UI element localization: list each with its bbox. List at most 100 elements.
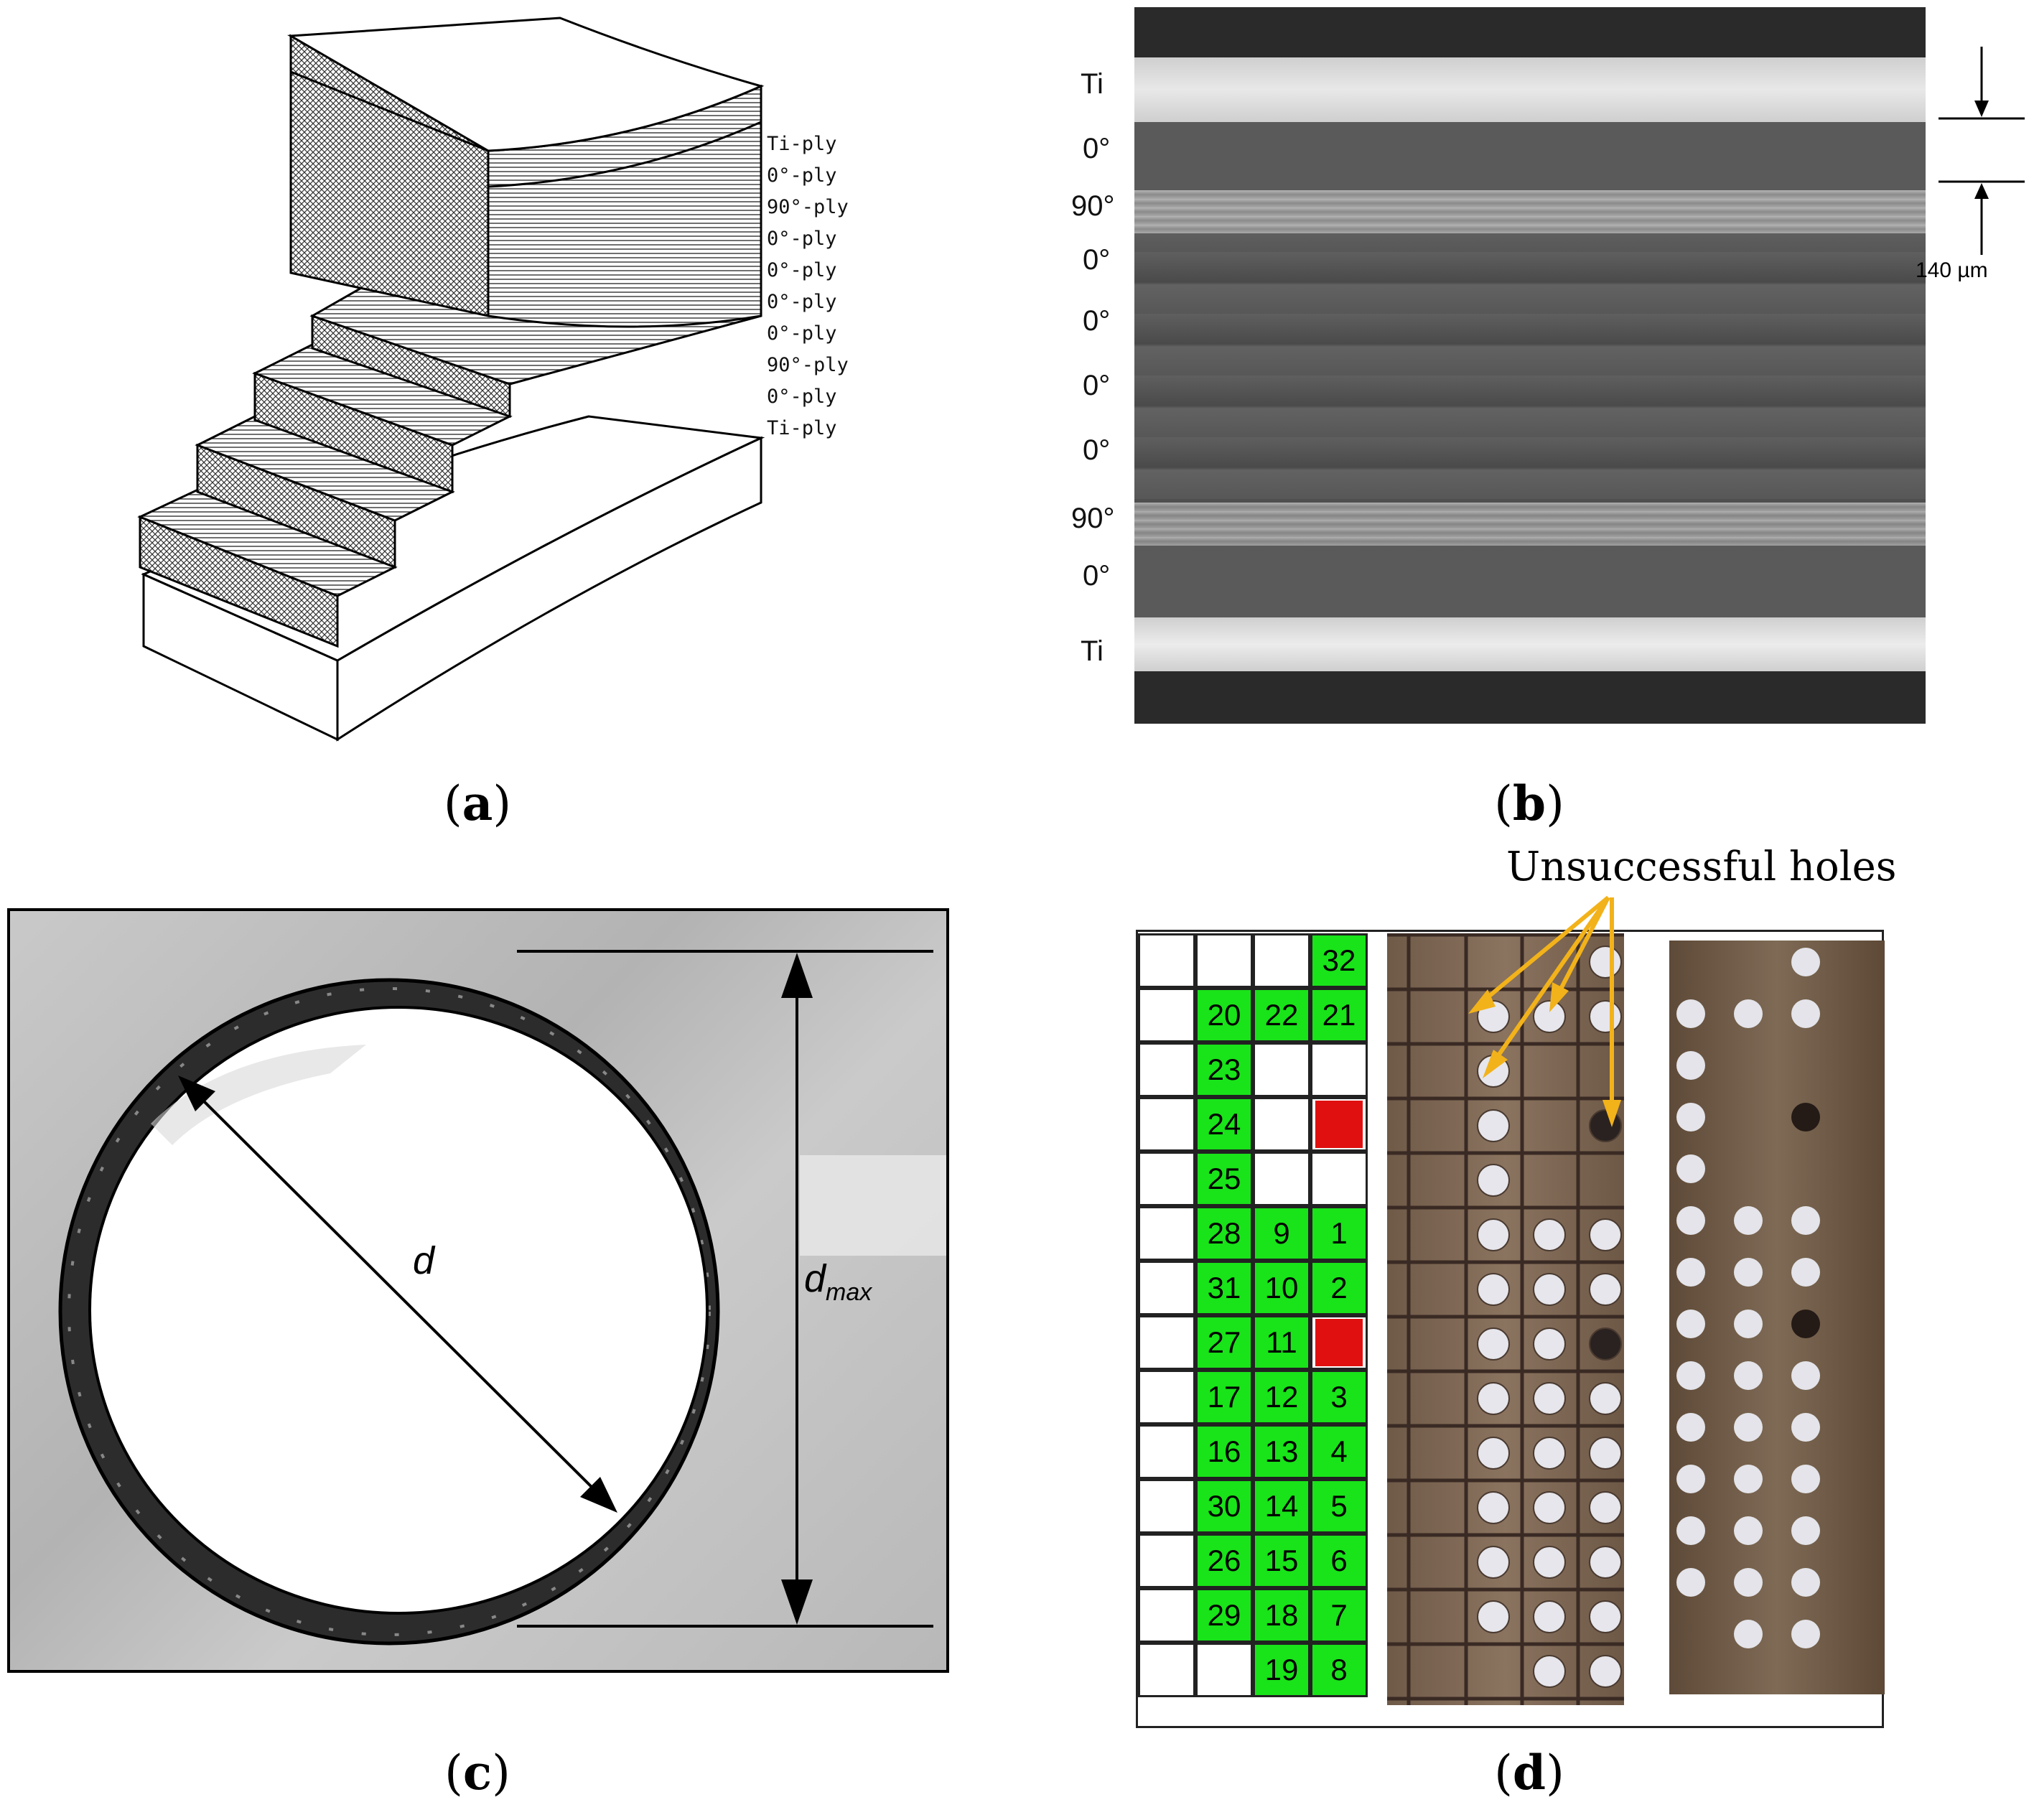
grid-cell xyxy=(1138,1534,1195,1588)
hole xyxy=(1477,1600,1510,1633)
layer-label: 0° xyxy=(1083,244,1111,276)
diameter-label: d xyxy=(413,1239,435,1282)
hole-failed xyxy=(1589,1327,1622,1361)
hole xyxy=(1791,1465,1820,1493)
hole xyxy=(1791,1206,1820,1235)
hole xyxy=(1734,1568,1763,1597)
layer-label: 90° xyxy=(1071,503,1115,534)
hole xyxy=(1676,1154,1705,1183)
grid-cell: 19 xyxy=(1253,1643,1310,1697)
hole xyxy=(1734,1465,1763,1493)
grid-cell xyxy=(1138,1370,1195,1424)
grid-cell: 24 xyxy=(1195,1097,1253,1152)
grid-cell: 29 xyxy=(1195,1588,1253,1643)
caption-b: (b) xyxy=(1494,775,1564,831)
layer-label: 90° xyxy=(1071,190,1115,222)
max-diameter-label: dmax xyxy=(804,1257,872,1306)
hole xyxy=(1676,1310,1705,1338)
grid-cell: 16 xyxy=(1195,1424,1253,1479)
hole xyxy=(1533,1218,1566,1251)
grid-cell: 10 xyxy=(1253,1261,1310,1315)
hole xyxy=(1791,1258,1820,1287)
grid-cell: 20 xyxy=(1195,988,1253,1042)
grid-cell: 12 xyxy=(1253,1370,1310,1424)
grid-cell xyxy=(1138,1152,1195,1206)
grid-cell: 9 xyxy=(1253,1206,1310,1261)
layer-label: 0° xyxy=(1083,560,1111,592)
hole xyxy=(1589,1382,1622,1415)
ply-label: 0°-ply xyxy=(767,322,837,345)
ply-label: 0°-ply xyxy=(767,386,837,408)
hole xyxy=(1589,1437,1622,1470)
hole xyxy=(1477,1273,1510,1306)
hole xyxy=(1477,1437,1510,1470)
hole xyxy=(1533,1000,1566,1033)
grid-cell: 22 xyxy=(1253,988,1310,1042)
hole xyxy=(1676,1413,1705,1442)
hole xyxy=(1589,1655,1622,1688)
layer-label: 0° xyxy=(1083,133,1111,164)
annotation-arrows xyxy=(1468,895,1621,1127)
hole xyxy=(1477,1546,1510,1579)
hole xyxy=(1734,1310,1763,1338)
layer-label: Ti xyxy=(1081,68,1104,100)
grid-cell: 14 xyxy=(1253,1479,1310,1534)
layer-label: Ti xyxy=(1081,635,1104,667)
grid-cell xyxy=(1138,1315,1195,1370)
grid-cell xyxy=(1195,1643,1253,1697)
hole-image xyxy=(7,908,949,1673)
grid-cell: 23 xyxy=(1195,1042,1253,1097)
grid-cell xyxy=(1253,1152,1310,1206)
grid-cell xyxy=(1138,988,1195,1042)
hole xyxy=(1791,1361,1820,1390)
hole xyxy=(1676,1568,1705,1597)
grid-cell: 17 xyxy=(1195,1370,1253,1424)
hole xyxy=(1676,1258,1705,1287)
micrograph-cross-section xyxy=(1134,7,1926,724)
grid-cell: 7 xyxy=(1310,1588,1368,1643)
hole-failed xyxy=(1791,1310,1820,1338)
grid-cell: 4 xyxy=(1310,1424,1368,1479)
hole xyxy=(1589,1546,1622,1579)
layer-label: 0° xyxy=(1083,434,1111,466)
hole xyxy=(1734,1413,1763,1442)
hole xyxy=(1533,1437,1566,1470)
hole xyxy=(1533,1491,1566,1524)
scale-label: 140 µm xyxy=(1916,258,1988,282)
panel-a xyxy=(129,14,883,747)
grid-cell: 11 xyxy=(1253,1315,1310,1370)
hole xyxy=(1791,999,1820,1028)
grid-cell xyxy=(1138,1042,1195,1097)
hole xyxy=(1791,948,1820,976)
grid-cell: 13 xyxy=(1253,1424,1310,1479)
hole-status-grid: 32 20 22 21 23 24 25 28 9 1 31 10 2 27 1… xyxy=(1138,933,1368,1697)
hole xyxy=(1791,1516,1820,1545)
hole xyxy=(1533,1655,1566,1688)
hole xyxy=(1477,1218,1510,1251)
grid-cell: 3 xyxy=(1310,1370,1368,1424)
hole xyxy=(1676,1103,1705,1131)
hole xyxy=(1791,1568,1820,1597)
layer-label: 0° xyxy=(1083,305,1111,337)
drilled-strip-photo-1 xyxy=(1387,933,1624,1705)
thickness-dimension-marker xyxy=(1939,47,2025,255)
hole xyxy=(1589,1273,1622,1306)
grid-cell xyxy=(1138,1261,1195,1315)
hole xyxy=(1676,999,1705,1028)
laminate-stack-drawing xyxy=(137,17,765,742)
hole xyxy=(1791,1413,1820,1442)
caption-d: (d) xyxy=(1494,1745,1564,1801)
grid-cell: 2 xyxy=(1310,1261,1368,1315)
hole xyxy=(1477,1491,1510,1524)
grid-cell xyxy=(1195,933,1253,988)
hole xyxy=(1477,1109,1510,1142)
grid-cell: 5 xyxy=(1310,1479,1368,1534)
grid-cell-failed xyxy=(1310,1315,1368,1370)
grid-cell: 21 xyxy=(1310,988,1368,1042)
grid-cell xyxy=(1138,933,1195,988)
hole xyxy=(1533,1327,1566,1361)
hole xyxy=(1734,1516,1763,1545)
hole xyxy=(1676,1206,1705,1235)
hole xyxy=(1676,1051,1705,1080)
hole xyxy=(1589,1218,1622,1251)
